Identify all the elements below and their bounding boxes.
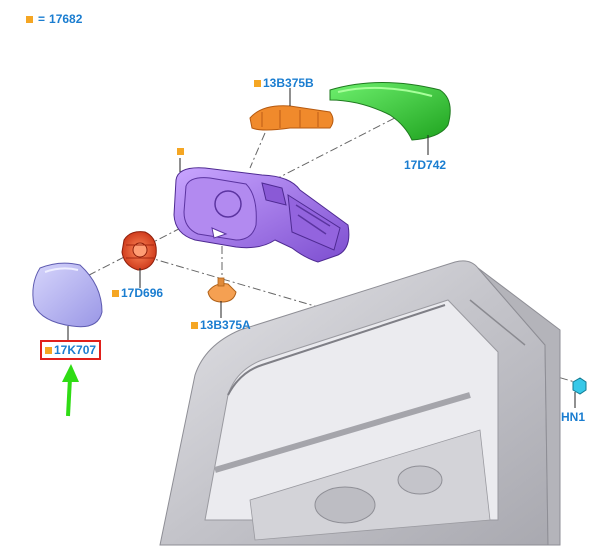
callout-marker	[191, 321, 198, 329]
axis-line-upper	[59, 104, 421, 291]
callout-label: 13B375B	[263, 76, 314, 90]
callout-label: 17D742	[404, 158, 447, 172]
callout-label: HN1	[561, 410, 586, 424]
callout-13b375a[interactable]: 13B375A	[191, 318, 251, 332]
lamp-cap-13b375b	[249, 105, 334, 131]
callout-label: 13B375A	[200, 318, 251, 332]
legend-equals: =	[38, 12, 46, 26]
callout-marker	[112, 289, 119, 297]
callout-13b375b[interactable]: 13B375B	[254, 76, 314, 90]
callout-marker	[254, 79, 261, 87]
bracket-13b375a	[207, 277, 237, 303]
callout-label: 17K707	[54, 343, 97, 357]
callout-label: 17D696	[121, 286, 164, 300]
housing-marker	[177, 148, 184, 155]
legend-marker	[26, 15, 33, 23]
mirror-housing	[173, 167, 350, 263]
callout-17d696[interactable]: 17D696	[112, 286, 163, 300]
mirror-cover-17d742	[329, 82, 451, 141]
leader-lines	[67, 88, 576, 408]
callout-hn1[interactable]: HN1	[561, 410, 585, 424]
callout-17k707[interactable]: 17K707	[40, 340, 102, 360]
pointer-arrow	[62, 364, 79, 417]
door-shell	[159, 260, 561, 546]
mirror-glass-17k707	[32, 262, 103, 328]
legend-code: 17682	[49, 12, 83, 26]
callout-17d742[interactable]: 17D742	[404, 158, 446, 172]
motor-17d696	[121, 231, 157, 271]
nut-hn1	[572, 377, 587, 395]
callout-marker	[45, 346, 52, 354]
legend: = 17682	[26, 12, 82, 26]
axis-line-cap	[249, 132, 266, 169]
